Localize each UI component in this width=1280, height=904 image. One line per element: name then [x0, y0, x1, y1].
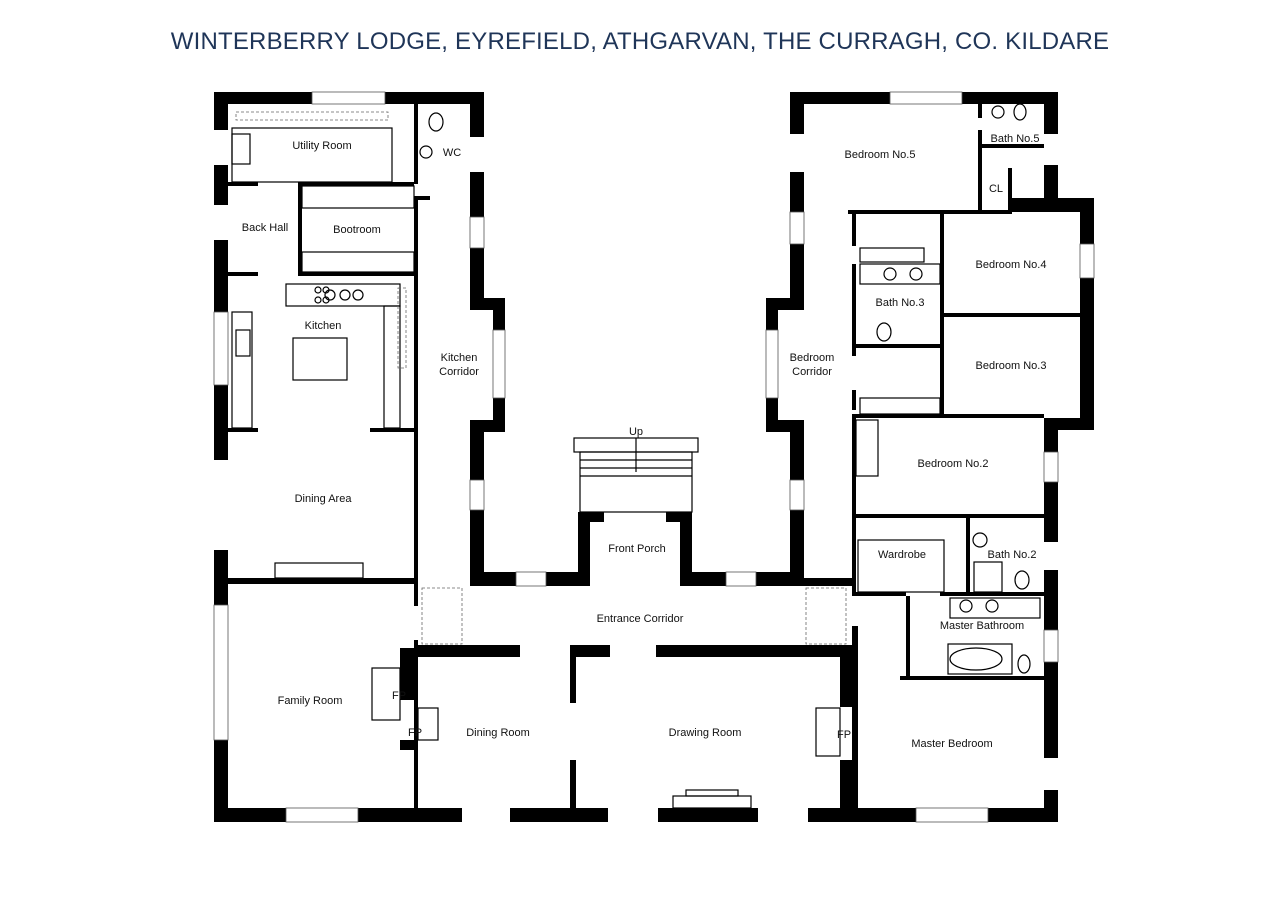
label-utility-room: Utility Room [292, 140, 351, 152]
label-back-hall: Back Hall [242, 222, 288, 234]
label-bath-2: Bath No.2 [988, 549, 1037, 561]
label-bedroom-5: Bedroom No.5 [845, 149, 916, 161]
label-front-porch: Front Porch [608, 543, 665, 555]
label-kitchen: Kitchen [305, 320, 342, 332]
label-wardrobe: Wardrobe [878, 549, 926, 561]
label-dining-room: Dining Room [466, 727, 530, 739]
room-labels: Utility Room WC Back Hall Bootroom Kitch… [242, 133, 1047, 750]
label-kitchen-corridor-2: Corridor [439, 366, 479, 378]
label-master-bathroom: Master Bathroom [940, 620, 1024, 632]
label-bedroom-4: Bedroom No.4 [976, 259, 1047, 271]
label-fp-dining: FP [408, 727, 422, 739]
label-bedroom-2: Bedroom No.2 [918, 458, 989, 470]
label-bath-5: Bath No.5 [991, 133, 1040, 145]
plan-title: WINTERBERRY LODGE, EYREFIELD, ATHGARVAN,… [170, 28, 1110, 55]
label-bedroom-3: Bedroom No.3 [976, 360, 1047, 372]
label-drawing-room: Drawing Room [669, 727, 742, 739]
label-dining-area: Dining Area [295, 493, 353, 505]
label-bedroom-corridor-1: Bedroom [790, 352, 835, 364]
label-master-bedroom: Master Bedroom [911, 738, 992, 750]
label-bath-3: Bath No.3 [876, 297, 925, 309]
walls [214, 92, 1094, 822]
fixtures [231, 103, 1041, 809]
label-stairs-up: Up [629, 426, 643, 438]
label-bootroom: Bootroom [333, 224, 381, 236]
label-wc: WC [443, 147, 461, 159]
label-bedroom-corridor-2: Corridor [792, 366, 832, 378]
label-fp-drawing: FP [837, 729, 851, 741]
label-family-room: Family Room [278, 695, 343, 707]
label-kitchen-corridor-1: Kitchen [441, 352, 478, 364]
label-entrance-corridor: Entrance Corridor [597, 613, 684, 625]
label-fp-family: FP [392, 690, 406, 702]
label-cl: CL [989, 183, 1003, 195]
windows [213, 91, 1095, 823]
